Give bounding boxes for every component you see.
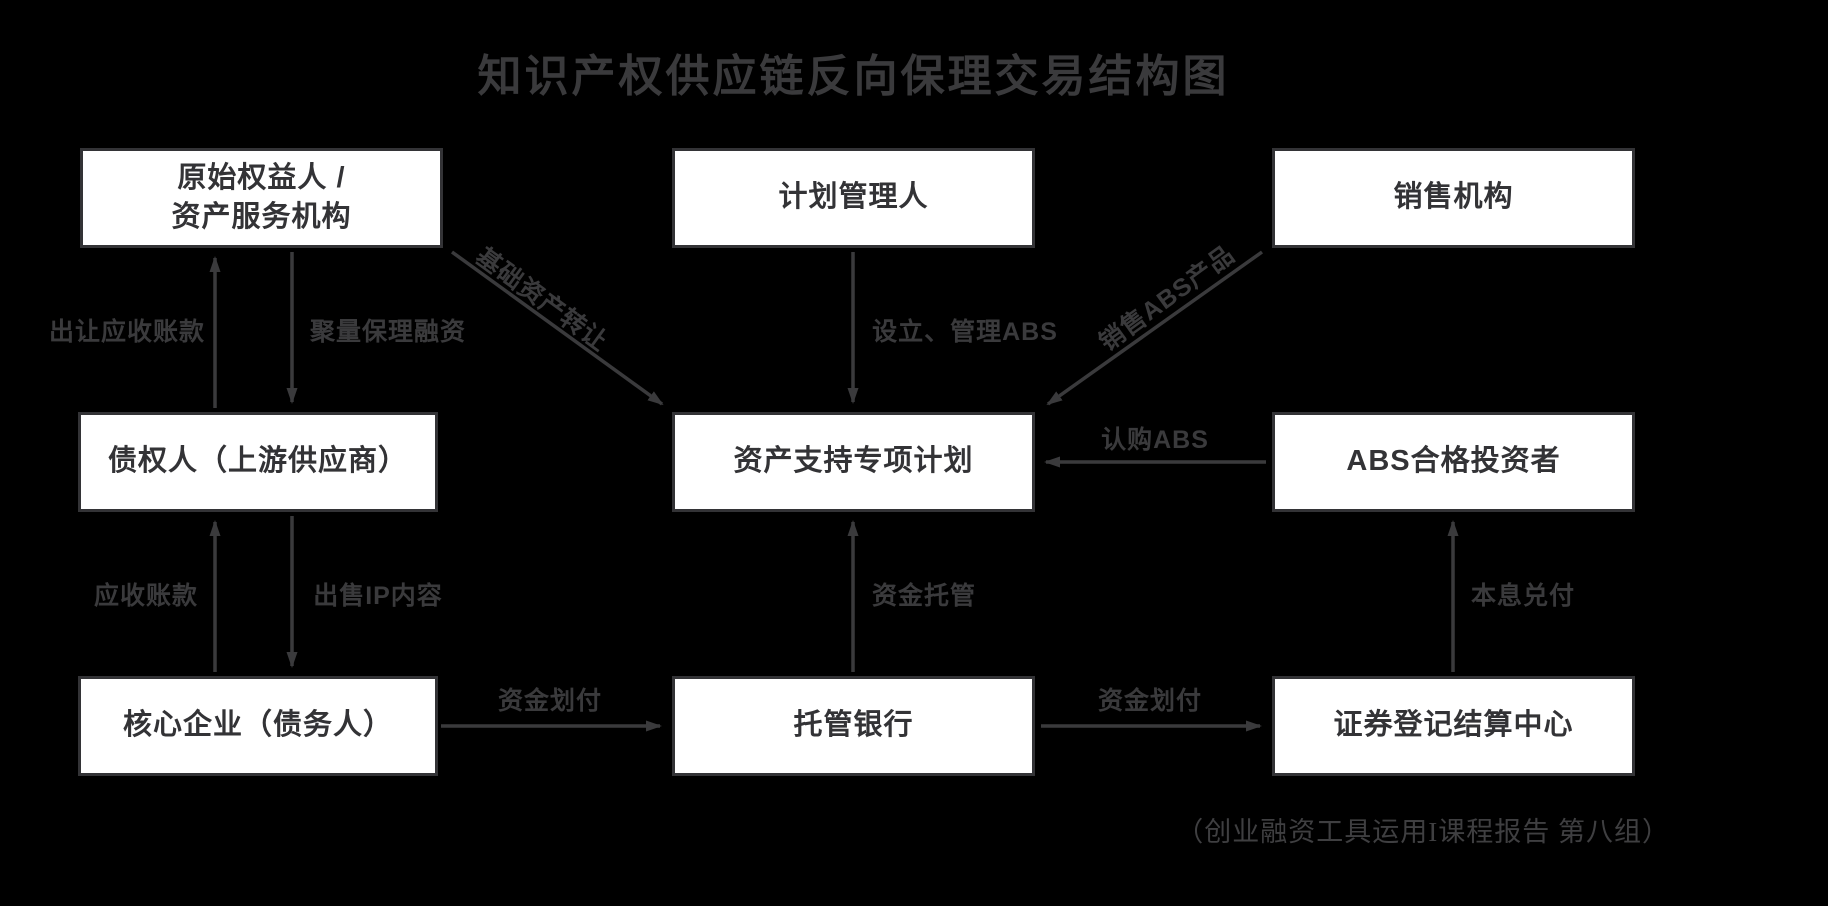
edge-label-transfer-receivables: 出让应收账款 xyxy=(48,318,206,346)
node-plan-manager: 计划管理人 xyxy=(672,148,1035,248)
edge-label-principal-interest-payment: 本息兑付 xyxy=(1470,582,1576,610)
edge-label-fund-transfer-left: 资金划付 xyxy=(497,687,603,715)
edge-label-fund-transfer-right: 资金划付 xyxy=(1097,687,1203,715)
node-sales-agency: 销售机构 xyxy=(1272,148,1635,248)
node-originator: 原始权益人 / 资产服务机构 xyxy=(80,148,443,248)
edge-label-sell-ip-content: 出售IP内容 xyxy=(313,582,443,610)
node-core-enterprise: 核心企业（债务人） xyxy=(78,676,438,776)
node-abs-investors: ABS合格投资者 xyxy=(1272,412,1635,512)
edge-label-fund-custody: 资金托管 xyxy=(871,582,977,610)
edge-label-setup-manage-abs: 设立、管理ABS xyxy=(872,318,1058,346)
edge-label-factoring-financing: 聚量保理融资 xyxy=(309,318,467,346)
arrow-underlying-asset-transfer xyxy=(450,250,664,406)
node-creditor: 债权人（上游供应商） xyxy=(78,412,438,512)
node-spv: 资产支持专项计划 xyxy=(672,412,1035,512)
node-registry: 证券登记结算中心 xyxy=(1272,676,1635,776)
footnote: （创业融资工具运用I课程报告 第八组） xyxy=(1176,817,1670,847)
diagram-title: 知识产权供应链反向保理交易结构图 xyxy=(477,52,1230,101)
edge-label-subscribe-abs: 认购ABS xyxy=(1101,426,1209,454)
node-custodian-bank: 托管银行 xyxy=(672,676,1035,776)
arrow-sell-abs-product xyxy=(1046,250,1264,406)
edge-label-receivables: 应收账款 xyxy=(93,582,199,610)
